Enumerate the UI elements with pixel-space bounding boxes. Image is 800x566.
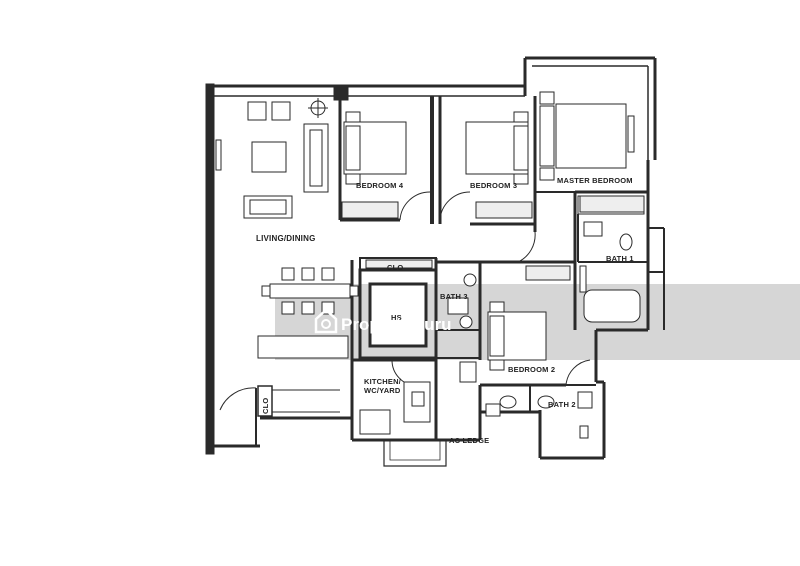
- label-clo-top: CLO: [387, 263, 403, 272]
- watermark-brand: PropertyGuru: [341, 315, 452, 334]
- label-living-dining: LIVING/DINING: [256, 234, 316, 243]
- label-bath-1: BATH 1: [606, 254, 634, 263]
- label-wc-yard: WC/YARD: [364, 386, 401, 395]
- label-clo-entry: CLO: [261, 398, 270, 414]
- interior-walls: [219, 85, 648, 446]
- label-bath-3: BATH 3: [440, 292, 468, 301]
- furniture: [215, 91, 645, 439]
- label-bedroom-2: BEDROOM 2: [508, 365, 555, 374]
- watermark: PropertyGuru: [314, 308, 452, 334]
- label-kitchen: KITCHEN/: [364, 377, 402, 386]
- label-ac-ledge: AC LEDGE: [449, 436, 489, 445]
- label-master-bedroom: MASTER BEDROOM: [557, 176, 633, 185]
- label-bath-2: BATH 2: [548, 400, 576, 409]
- label-bedroom-3: BEDROOM 3: [470, 181, 517, 190]
- propertyguru-logo-icon: [314, 308, 338, 334]
- label-hs: HS: [391, 313, 402, 322]
- room-labels: BEDROOM 4 BEDROOM 3 MASTER BEDROOM BATH …: [256, 176, 634, 445]
- label-bedroom-4: BEDROOM 4: [356, 181, 404, 190]
